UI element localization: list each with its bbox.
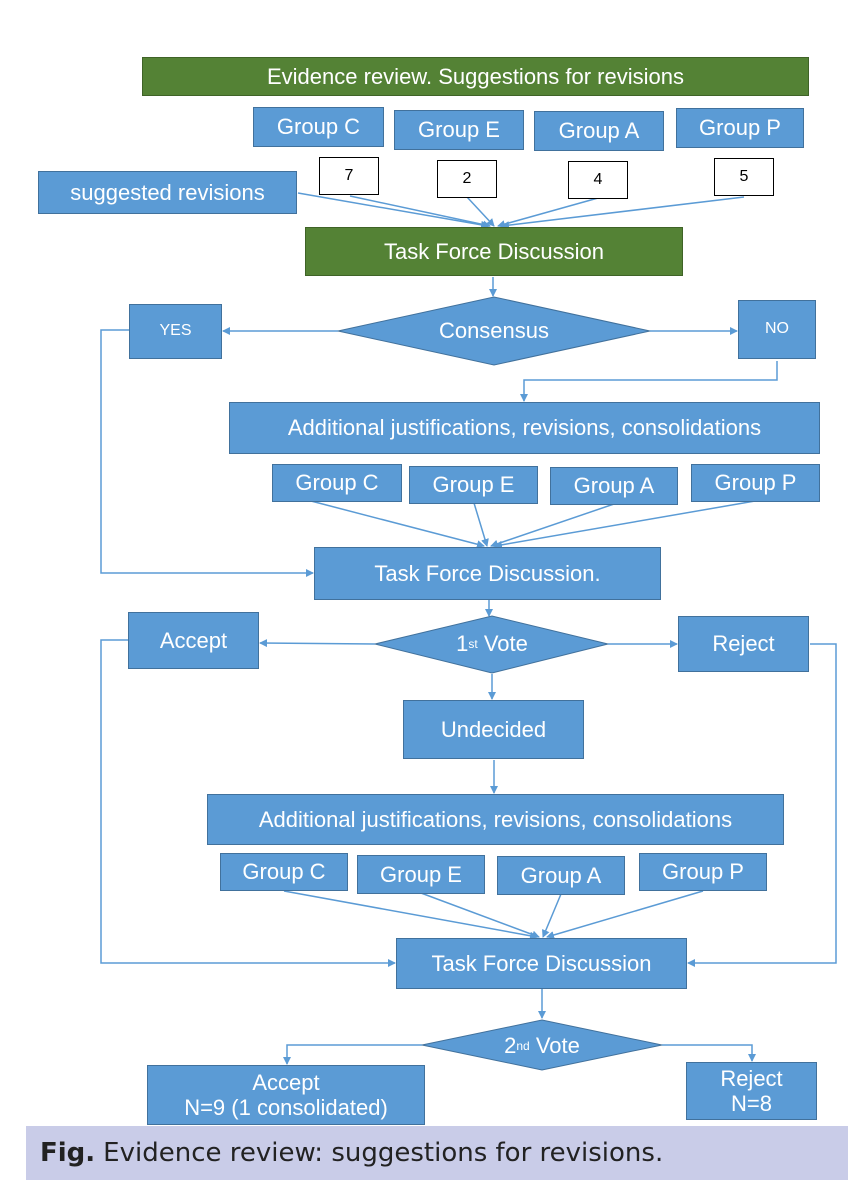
final-accept-label: Accept [252, 1069, 320, 1095]
caption-label: Fig. [40, 1138, 96, 1168]
connector [542, 893, 562, 938]
connector [473, 502, 489, 547]
group-a-box: Group A [534, 111, 664, 151]
no-box: NO [738, 300, 816, 359]
yes-box: YES [129, 304, 222, 359]
group-a-box-2: Group A [550, 467, 678, 505]
connector [490, 503, 615, 548]
group-c-count: 7 [319, 157, 379, 195]
connector [501, 196, 745, 230]
consensus-diamond [337, 296, 651, 366]
group-p-count: 5 [714, 158, 774, 196]
connector [283, 890, 538, 940]
final-accept-count: N=9 (1 consolidated) [184, 1095, 388, 1120]
connector [259, 639, 376, 648]
connector [283, 1044, 422, 1065]
connector [349, 195, 491, 229]
connector [687, 643, 837, 967]
evidence-review-header: Evidence review. Suggestions for revisio… [142, 57, 809, 96]
connector [466, 196, 495, 227]
task-force-discussion-3: Task Force Discussion [396, 938, 687, 989]
connector [100, 639, 396, 967]
group-c-box-3: Group C [220, 853, 348, 891]
group-a-box-3: Group A [497, 856, 625, 895]
group-e-box-3: Group E [357, 855, 485, 894]
group-p-box-3: Group P [639, 853, 767, 891]
task-force-discussion-1: Task Force Discussion [305, 227, 683, 276]
group-c-box-2: Group C [272, 464, 402, 502]
connector [420, 892, 540, 939]
additional-justifications-1: Additional justifications, revisions, co… [229, 402, 820, 454]
final-reject-label: Reject [720, 1065, 783, 1091]
undecided-box: Undecided [403, 700, 584, 759]
final-reject-box: Reject N=8 [686, 1062, 817, 1120]
accept-box: Accept [128, 612, 259, 669]
vote1-diamond [374, 615, 609, 674]
figure-caption: Fig. Evidence review: suggestions for re… [26, 1126, 848, 1180]
final-reject-count: N=8 [731, 1091, 772, 1116]
group-e-box-2: Group E [409, 466, 538, 504]
group-p-box: Group P [676, 108, 804, 148]
vote2-diamond [421, 1019, 663, 1071]
reject-box: Reject [678, 616, 809, 672]
connector [662, 1044, 756, 1062]
group-c-box: Group C [253, 107, 384, 147]
connector [310, 500, 485, 549]
connector [546, 890, 704, 939]
connector [497, 197, 599, 228]
suggested-revisions-box: suggested revisions [38, 171, 297, 214]
group-e-count: 2 [437, 160, 497, 198]
group-e-box: Group E [394, 110, 524, 150]
connector [100, 329, 314, 577]
group-a-count: 4 [568, 161, 628, 199]
connector [520, 361, 778, 402]
consensus-label: Consensus [438, 318, 550, 343]
caption-text: Evidence review: suggestions for revisio… [103, 1138, 664, 1168]
connector [494, 500, 756, 549]
final-accept-box: Accept N=9 (1 consolidated) [147, 1065, 425, 1125]
connector [297, 192, 489, 229]
additional-justifications-2: Additional justifications, revisions, co… [207, 794, 784, 845]
group-p-box-2: Group P [691, 464, 820, 502]
task-force-discussion-2: Task Force Discussion. [314, 547, 661, 600]
